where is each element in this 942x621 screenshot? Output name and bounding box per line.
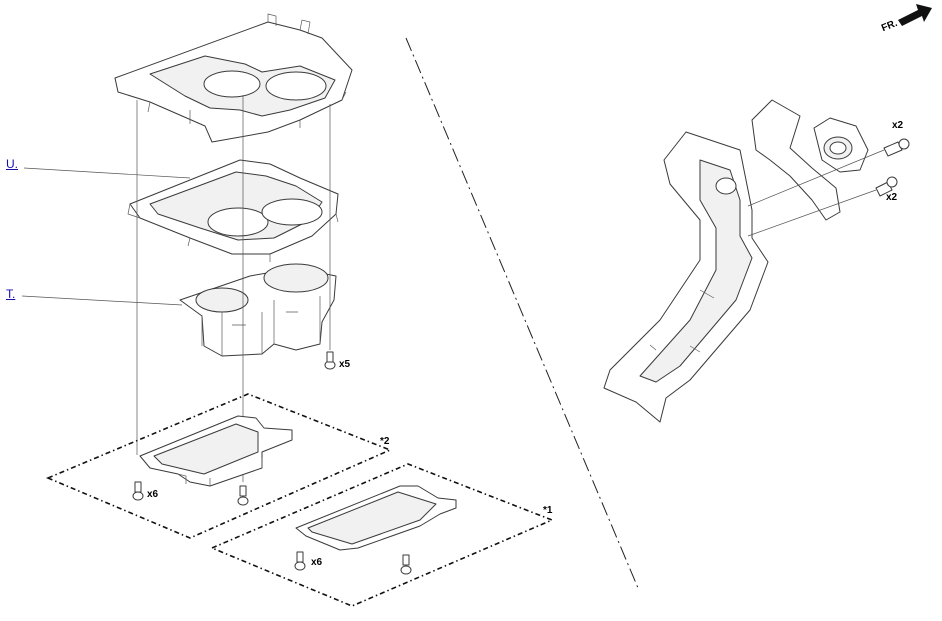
screw-icon-group bbox=[132, 351, 412, 575]
bolt-icon bbox=[875, 176, 898, 197]
variant-label-1: *1 bbox=[543, 505, 553, 516]
bolt-icon-group bbox=[747, 138, 910, 237]
callout-leader-u bbox=[23, 167, 191, 179]
screw-icon bbox=[400, 554, 412, 575]
side-console-panel bbox=[603, 131, 769, 423]
bolt-icon bbox=[883, 138, 910, 157]
screw-icon bbox=[324, 351, 336, 370]
quantity-label-upper-bolt: x2 bbox=[892, 120, 904, 131]
cup-holder-box-t bbox=[179, 263, 337, 357]
bracket-assembly bbox=[751, 99, 869, 221]
variant-box-2 bbox=[45, 393, 393, 539]
screw-icon bbox=[294, 551, 306, 571]
quantity-label-box2-screws: x6 bbox=[147, 489, 159, 500]
screw-icon bbox=[237, 485, 249, 506]
quantity-label-box1-screws: x6 bbox=[311, 557, 323, 568]
callout-part-u[interactable]: U. bbox=[6, 157, 18, 171]
quantity-label-top-screws: x5 bbox=[339, 359, 351, 370]
quantity-label-lower-bolt: x2 bbox=[886, 192, 898, 203]
callout-part-t[interactable]: T. bbox=[6, 287, 16, 301]
front-arrow-icon bbox=[898, 4, 932, 26]
upper-bezel-panel bbox=[114, 13, 353, 143]
frame-u bbox=[127, 159, 339, 262]
variant-label-2: *2 bbox=[380, 436, 390, 447]
callout-leader-t bbox=[21, 295, 183, 306]
section-divider bbox=[405, 37, 639, 589]
screw-icon bbox=[132, 481, 144, 501]
variant-box-1 bbox=[209, 463, 555, 607]
